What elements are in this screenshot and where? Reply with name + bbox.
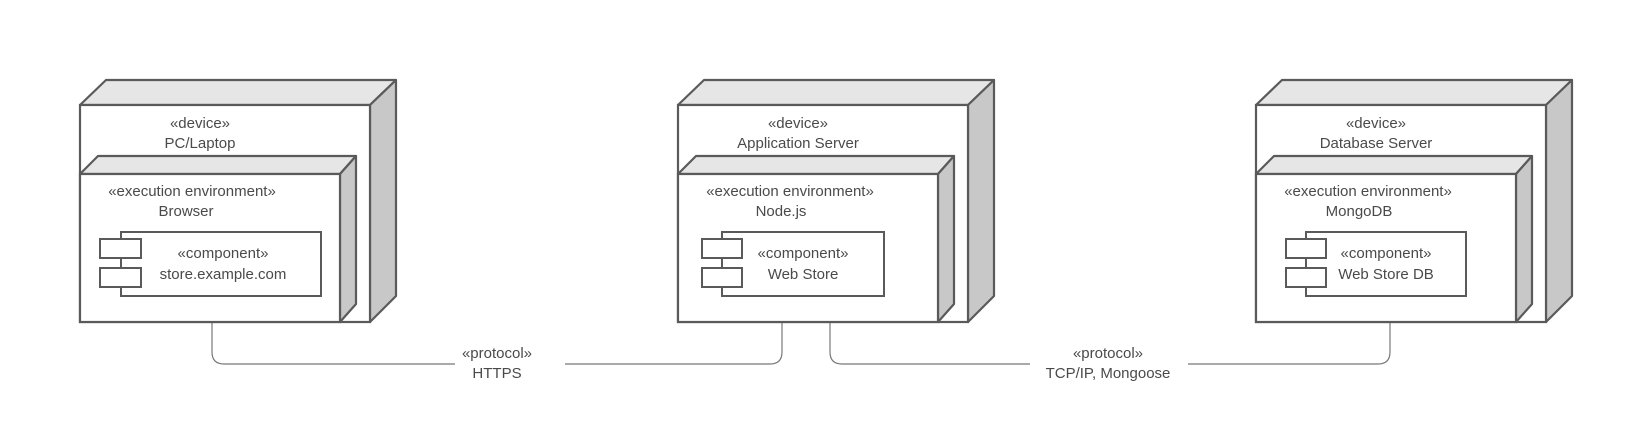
- device-name: Application Server: [737, 135, 859, 152]
- component-store-example-com[interactable]: «component» store.example.com: [99, 231, 322, 297]
- device-stereotype: «device»: [170, 115, 230, 132]
- env-stereotype: «execution environment»: [706, 183, 874, 200]
- component-stereotype: «component»: [178, 245, 269, 262]
- connection-tcp-mongoose[interactable]: «protocol» TCP/IP, Mongoose: [829, 322, 1391, 382]
- component-name: store.example.com: [160, 266, 287, 283]
- env-name: Browser: [158, 203, 213, 220]
- component-icon: [99, 267, 142, 288]
- connection-name: HTTPS: [472, 365, 521, 382]
- component-icon: [701, 267, 743, 288]
- component-web-store[interactable]: «component» Web Store: [701, 231, 885, 297]
- env-name: Node.js: [756, 203, 807, 220]
- connection-name: TCP/IP, Mongoose: [1046, 365, 1171, 382]
- device-stereotype: «device»: [768, 115, 828, 132]
- env-name: MongoDB: [1326, 203, 1393, 220]
- component-name: Web Store DB: [1338, 266, 1434, 283]
- connection-stereotype: «protocol»: [462, 345, 532, 362]
- env-stereotype: «execution environment»: [108, 183, 276, 200]
- connection-https[interactable]: «protocol» HTTPS: [211, 322, 783, 382]
- component-icon: [1285, 267, 1327, 288]
- device-node-application-server[interactable]: «device» Application Server «execution e…: [676, 78, 996, 324]
- component-icon: [99, 238, 142, 259]
- component-icon: [1285, 238, 1327, 259]
- execution-environment-browser[interactable]: «execution environment» Browser «compone…: [78, 154, 358, 324]
- env-stereotype: «execution environment»: [1284, 183, 1452, 200]
- component-web-store-db[interactable]: «component» Web Store DB: [1285, 231, 1467, 297]
- execution-environment-nodejs[interactable]: «execution environment» Node.js «compone…: [676, 154, 956, 324]
- device-node-database-server[interactable]: «device» Database Server «execution envi…: [1254, 78, 1574, 324]
- component-name: Web Store: [768, 266, 839, 283]
- connection-stereotype: «protocol»: [1073, 345, 1143, 362]
- component-icon: [701, 238, 743, 259]
- device-name: PC/Laptop: [165, 135, 236, 152]
- device-name: Database Server: [1320, 135, 1433, 152]
- component-stereotype: «component»: [758, 245, 849, 262]
- device-stereotype: «device»: [1346, 115, 1406, 132]
- execution-environment-mongodb[interactable]: «execution environment» MongoDB «compone…: [1254, 154, 1534, 324]
- device-node-pc-laptop[interactable]: «device» PC/Laptop «execution environmen…: [78, 78, 398, 324]
- component-stereotype: «component»: [1341, 245, 1432, 262]
